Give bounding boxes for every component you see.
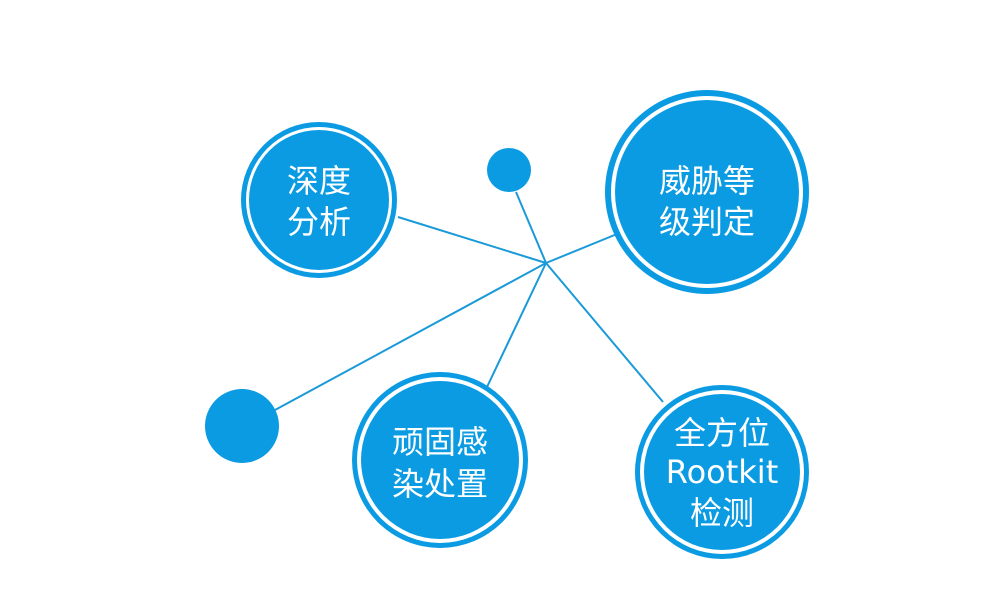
- node-label-line: 染处置: [392, 465, 488, 503]
- connectors: [274, 191, 664, 411]
- node-label-line: 级判定: [659, 203, 755, 241]
- node-deep-analysis: 深度 分析: [241, 122, 397, 278]
- node-label-line: Rootkit: [666, 453, 778, 491]
- node-threat-level: 威胁等 级判定: [605, 90, 809, 294]
- node-core: [615, 100, 799, 284]
- node-core: [644, 394, 800, 550]
- node-persistent-infection: 顽固感 染处置: [352, 372, 528, 548]
- connector-threat-level: [545, 233, 618, 264]
- node-label-line: 深度: [287, 162, 351, 200]
- connector-persistent-infection: [486, 262, 547, 388]
- node-label-line: 全方位: [674, 414, 770, 452]
- node-rootkit-detection: 全方位 Rootkit 检测: [635, 385, 809, 559]
- connector-rootkit-detection: [545, 262, 664, 403]
- node-label-line: 顽固感: [392, 423, 488, 461]
- connector-small-dot: [515, 191, 547, 264]
- node-label-line: 威胁等: [659, 162, 755, 200]
- connector-deep-analysis: [397, 216, 547, 264]
- node-core: [361, 381, 519, 539]
- node-label-line: 检测: [690, 494, 754, 532]
- node-core: [249, 130, 389, 270]
- small-dot: [487, 148, 531, 192]
- large-dot: [205, 389, 279, 463]
- connector-large-dot: [274, 262, 547, 411]
- node-label-line: 分析: [287, 203, 351, 241]
